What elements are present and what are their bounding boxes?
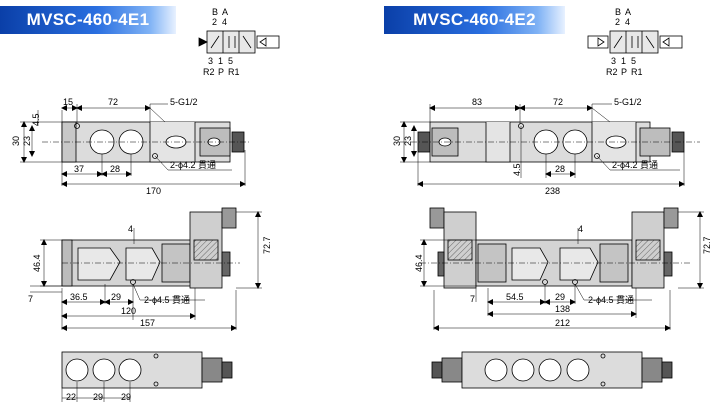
thread-label: 5-G1/2 <box>170 97 198 107</box>
port-r2-4e1: R2 <box>203 67 215 77</box>
dim-46.4-right: 46.4 <box>414 254 424 272</box>
dim-4.5: 4.5 <box>31 113 41 126</box>
bottom-dims-4e1 <box>61 382 131 402</box>
dim-30: 30 <box>11 136 21 146</box>
dim-83: 83 <box>472 97 482 107</box>
hole-label-right: 2-ϕ4.2 貫通 <box>612 160 658 170</box>
port-1-4e1: 1 <box>218 56 223 66</box>
port-r1-4e2: R1 <box>631 67 643 77</box>
port-r2-4e2: R2 <box>606 67 618 77</box>
dim-23-right: 23 <box>403 136 413 146</box>
dim-29a: 29 <box>93 392 103 402</box>
dim-30-right: 30 <box>392 136 402 146</box>
hole-label: 2-ϕ4.2 貫通 <box>170 160 216 170</box>
port-p-4e1: P <box>218 67 224 77</box>
dim-72.7: 72.7 <box>262 236 272 254</box>
port-4-4e1: 4 <box>222 17 227 27</box>
port-3-4e1: 3 <box>208 56 213 66</box>
model-title-4e2: MVSC-460-4E2 <box>384 6 565 34</box>
dim-238: 238 <box>545 186 560 196</box>
dim-138: 138 <box>555 304 570 314</box>
side-dims-4e1 <box>30 211 262 331</box>
dim-7: 7 <box>28 294 33 304</box>
dim-4.5-right: 4.5 <box>512 163 522 176</box>
dim-212: 212 <box>555 318 570 328</box>
dim-120: 120 <box>121 306 136 316</box>
thread-label-right: 5-G1/2 <box>614 97 642 107</box>
side-dims-4e2 <box>420 211 704 331</box>
port-2-4e2: 2 <box>615 17 620 27</box>
dim-37: 37 <box>74 164 84 174</box>
dim-7-right: 7 <box>470 294 475 304</box>
port-r1-4e1: R1 <box>228 67 240 77</box>
model-title-4e1: MVSC-460-4E1 <box>0 6 176 34</box>
dim-29-right: 29 <box>555 292 565 302</box>
port-4-4e2: 4 <box>625 17 630 27</box>
dim-28-right: 28 <box>555 164 565 174</box>
port-3-4e2: 3 <box>611 56 616 66</box>
top-view-4e1 <box>42 121 250 163</box>
top-dims-4e1 <box>20 103 246 187</box>
port-2-4e1: 2 <box>212 17 217 27</box>
hole-label-side-right: 2-ϕ4.5 貫通 <box>588 295 634 305</box>
hole-label-side: 2-ϕ4.5 貫通 <box>144 295 190 305</box>
dim-15: 15 <box>63 97 73 107</box>
port-5-4e2: 5 <box>631 56 636 66</box>
dim-72.7-right: 72.7 <box>702 236 712 254</box>
dim-23: 23 <box>22 136 32 146</box>
valve-symbol-4e2 <box>587 30 683 54</box>
side-view-4e2 <box>420 207 690 289</box>
dim-46.4: 46.4 <box>32 254 42 272</box>
top-dims-4e2 <box>400 103 685 187</box>
dim-170: 170 <box>146 186 161 196</box>
port-1-4e2: 1 <box>621 56 626 66</box>
side-view-4e1 <box>61 207 240 289</box>
dim-72: 72 <box>108 97 118 107</box>
port-p-4e2: P <box>621 67 627 77</box>
dim-72-right: 72 <box>553 97 563 107</box>
port-b-4e2: B <box>615 7 621 17</box>
dim-36.5: 36.5 <box>70 292 88 302</box>
port-a-4e2: A <box>625 7 631 17</box>
port-5-4e1: 5 <box>228 56 233 66</box>
bottom-view-4e1 <box>61 351 233 389</box>
dim-29b: 29 <box>121 392 131 402</box>
dim-157: 157 <box>140 318 155 328</box>
top-view-4e2 <box>400 121 700 163</box>
port-a-4e1: A <box>222 7 228 17</box>
dim-4-right: 4 <box>578 224 583 234</box>
dim-54.5: 54.5 <box>506 292 524 302</box>
dim-29: 29 <box>111 292 121 302</box>
valve-symbol-4e1 <box>198 30 280 54</box>
bottom-view-4e2 <box>431 351 673 389</box>
dim-22: 22 <box>66 392 76 402</box>
port-b-4e1: B <box>212 7 218 17</box>
dim-4: 4 <box>128 224 133 234</box>
dim-28: 28 <box>110 164 120 174</box>
